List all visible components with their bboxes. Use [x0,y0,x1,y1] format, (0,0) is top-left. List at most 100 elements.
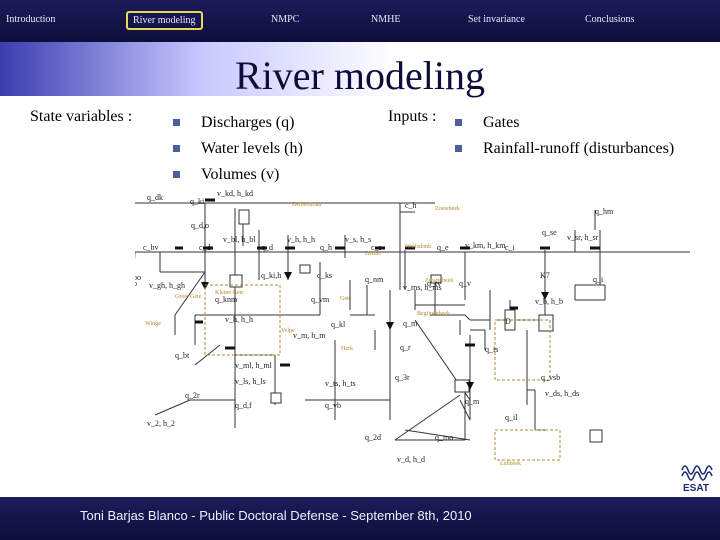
diagram-label: q_kl [331,320,346,329]
state-variables-list: Discharges (q) Water levels (h) Volumes … [173,110,303,188]
diagram-label: v_ms, h_ms [403,283,442,292]
inputs-label: Inputs : [388,108,437,125]
nav-set-invariance[interactable]: Set invariance [468,14,525,25]
nav-conclusions[interactable]: Conclusions [585,14,635,25]
diagram-label: v_kd, h_kd [217,190,253,198]
diagram-label: v_ls, h_ls [235,377,266,386]
diagram-label: v_s, h_s [345,235,371,244]
diagram-label: q_knm [215,295,238,304]
diagram-label: c_s [371,243,382,252]
diagram-label: q_2r [185,391,200,400]
region-label: Wolfsdonk [405,243,431,250]
diagram-label: q_dk [147,193,163,202]
sub-basin-box [204,284,281,356]
diagram-label: q_vb [325,401,341,410]
diagram-label: q_vm [311,295,330,304]
diagram-label: v_m, h_m [293,331,326,340]
diagram-label: q_mo [435,433,453,442]
diagram-label: v_bl, h_bl [223,235,256,244]
diagram-label: q_ki,h [261,271,281,280]
diagram-label: q_m [403,319,418,328]
diagram-label: q_m [465,397,480,406]
diagram-label: q_i [593,275,604,284]
region-label: Grote Gete [175,294,202,300]
diagram-label: q_2d [365,433,381,442]
title-banner [0,42,720,96]
nav-nmpc[interactable]: NMPC [271,14,300,25]
footer-bar [0,497,720,540]
sub-basin-box [494,429,561,461]
diagram-label: v_h, h_h [225,315,253,324]
diagram-label: q_il [505,413,518,422]
list-item: Rainfall-runoff (disturbances) [455,136,674,162]
region-label: Herk [341,346,353,352]
diagram-label: v_ml, h_ml [235,361,273,370]
diagram-label: c_h [405,201,417,210]
diagram-label: q_ks [317,271,332,280]
region-label: Lubbeek [500,461,521,467]
top-navigation-bar [0,0,720,42]
region-label: Zoetebeek [435,206,460,212]
logo-waves-icon [681,465,713,481]
diagram-label: v_ts, h_ts [325,379,356,388]
diagram-label: q_d,f [235,401,252,410]
list-item: Volumes (v) [173,162,303,188]
region-label: Gete [340,296,352,302]
state-variables-label: State variables : [30,108,133,125]
diagram-label: q_kb [135,279,137,288]
diagram-label: c_i [505,243,516,252]
region-label: Kleine Gete [215,290,244,296]
diagram-region-labels: Demerstraat Demer Velpe Gete Herk Kleine… [145,202,521,467]
diagram-label: q_d,o [191,221,209,230]
region-label: Winge [145,321,161,327]
diagram-label: q_nm [365,275,384,284]
region-label: Velpe [281,328,295,334]
diagram-label: D [505,317,511,326]
diagram-label: q_h [320,243,332,252]
nav-introduction[interactable]: Introduction [6,14,56,25]
diagram-label: K7 [540,271,550,280]
river-network-diagram: Demerstraat Demer Velpe Gete Herk Kleine… [135,190,690,467]
footer-text: Toni Barjas Blanco - Public Doctoral Def… [80,508,472,523]
diagram-label: q_v [459,279,471,288]
diagram-lines [135,202,690,441]
diagram-label: q_ki [190,197,205,206]
sub-basin-box [494,319,551,381]
diagram-label: v_km, h_km [465,241,506,250]
list-item: Discharges (q) [173,110,303,136]
nav-river-modeling[interactable]: River modeling [126,11,203,30]
diagram-label: q_bo [135,273,141,282]
diagram-label: v_ds, h_ds [545,389,579,398]
region-label: Demerstraat [292,202,322,208]
diagram-label: c_d [199,243,211,252]
gates [175,198,600,367]
diagram-label: q_3r [395,373,410,382]
diagram-label: v_sr, h_sr [567,233,599,242]
diagram-label: c_bv [143,243,159,252]
esat-logo: ESAT [681,465,713,494]
logo-text: ESAT [683,483,709,494]
diagram-label: q_hm [595,207,614,216]
diagram-label: q_tv [427,279,441,288]
flow-arrows [201,272,549,390]
nav-nmhe[interactable]: NMHE [371,14,401,25]
diagram-label: q_e [437,243,449,252]
slide-title: River modeling [235,53,485,98]
diagram-label: v_d, h_d [397,455,425,464]
list-item: Water levels (h) [173,136,303,162]
diagram-label: v_h, h_h [287,235,315,244]
diagram-label: q_vsb [541,373,560,382]
diagram-label: v_gh, h_gh [149,281,185,290]
diagram-label: v_b, h_b [535,297,563,306]
list-item: Gates [455,110,674,136]
diagram-label: q_r [400,343,411,352]
diagram-variable-labels: q_dk v_kd, h_kd q_ki c_kv q_bo c_bv q_d,… [135,190,614,464]
diagram-label: q_se [542,228,557,237]
diagram-label: q_d [261,243,273,252]
diagram-label: q_bt [175,351,190,360]
diagram-label: q_is [485,345,498,354]
region-label: Demer [365,251,381,257]
inputs-list: Gates Rainfall-runoff (disturbances) [455,110,674,162]
region-label: Begijnenbeek [417,311,450,317]
region-label: Zwartebeek [425,278,453,284]
